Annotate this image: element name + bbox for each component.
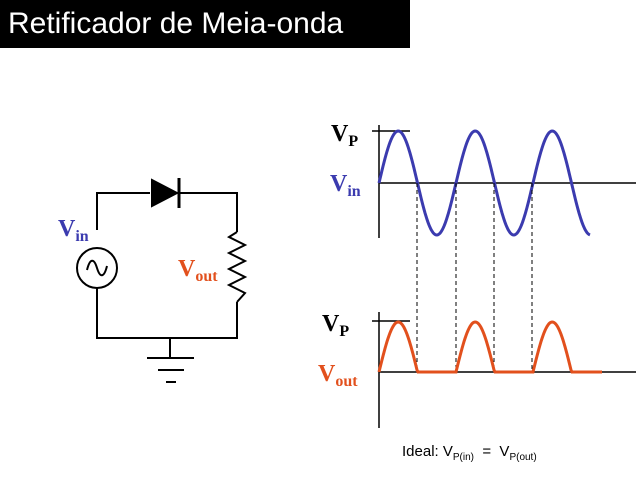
circuit (76, 178, 248, 383)
diode (151, 178, 180, 208)
wire-top-right (180, 192, 238, 232)
wire-top-left (96, 192, 150, 230)
dashed-guides (416, 183, 533, 372)
resistor (226, 231, 248, 303)
input-vp-label: VP (331, 121, 358, 150)
circuit-vout-label: Vout (178, 256, 218, 285)
title-bar: Retificador de Meia-onda (0, 0, 410, 48)
input-graph (372, 125, 636, 238)
ac-source (76, 247, 118, 289)
output-graph (372, 312, 636, 428)
ideal-equation: Ideal: VP(in) = VP(out) (402, 443, 537, 463)
page-title: Retificador de Meia-onda (8, 7, 344, 40)
wire-right-bottom (96, 288, 238, 339)
output-vp-label: VP (322, 311, 349, 340)
input-sine-wave (377, 129, 591, 237)
input-vin-label: Vin (330, 171, 361, 200)
circuit-vin-label: Vin (58, 216, 89, 245)
output-half-wave (377, 320, 602, 374)
output-vout-label: Vout (318, 361, 358, 390)
ac-source-wave-icon (86, 259, 108, 277)
